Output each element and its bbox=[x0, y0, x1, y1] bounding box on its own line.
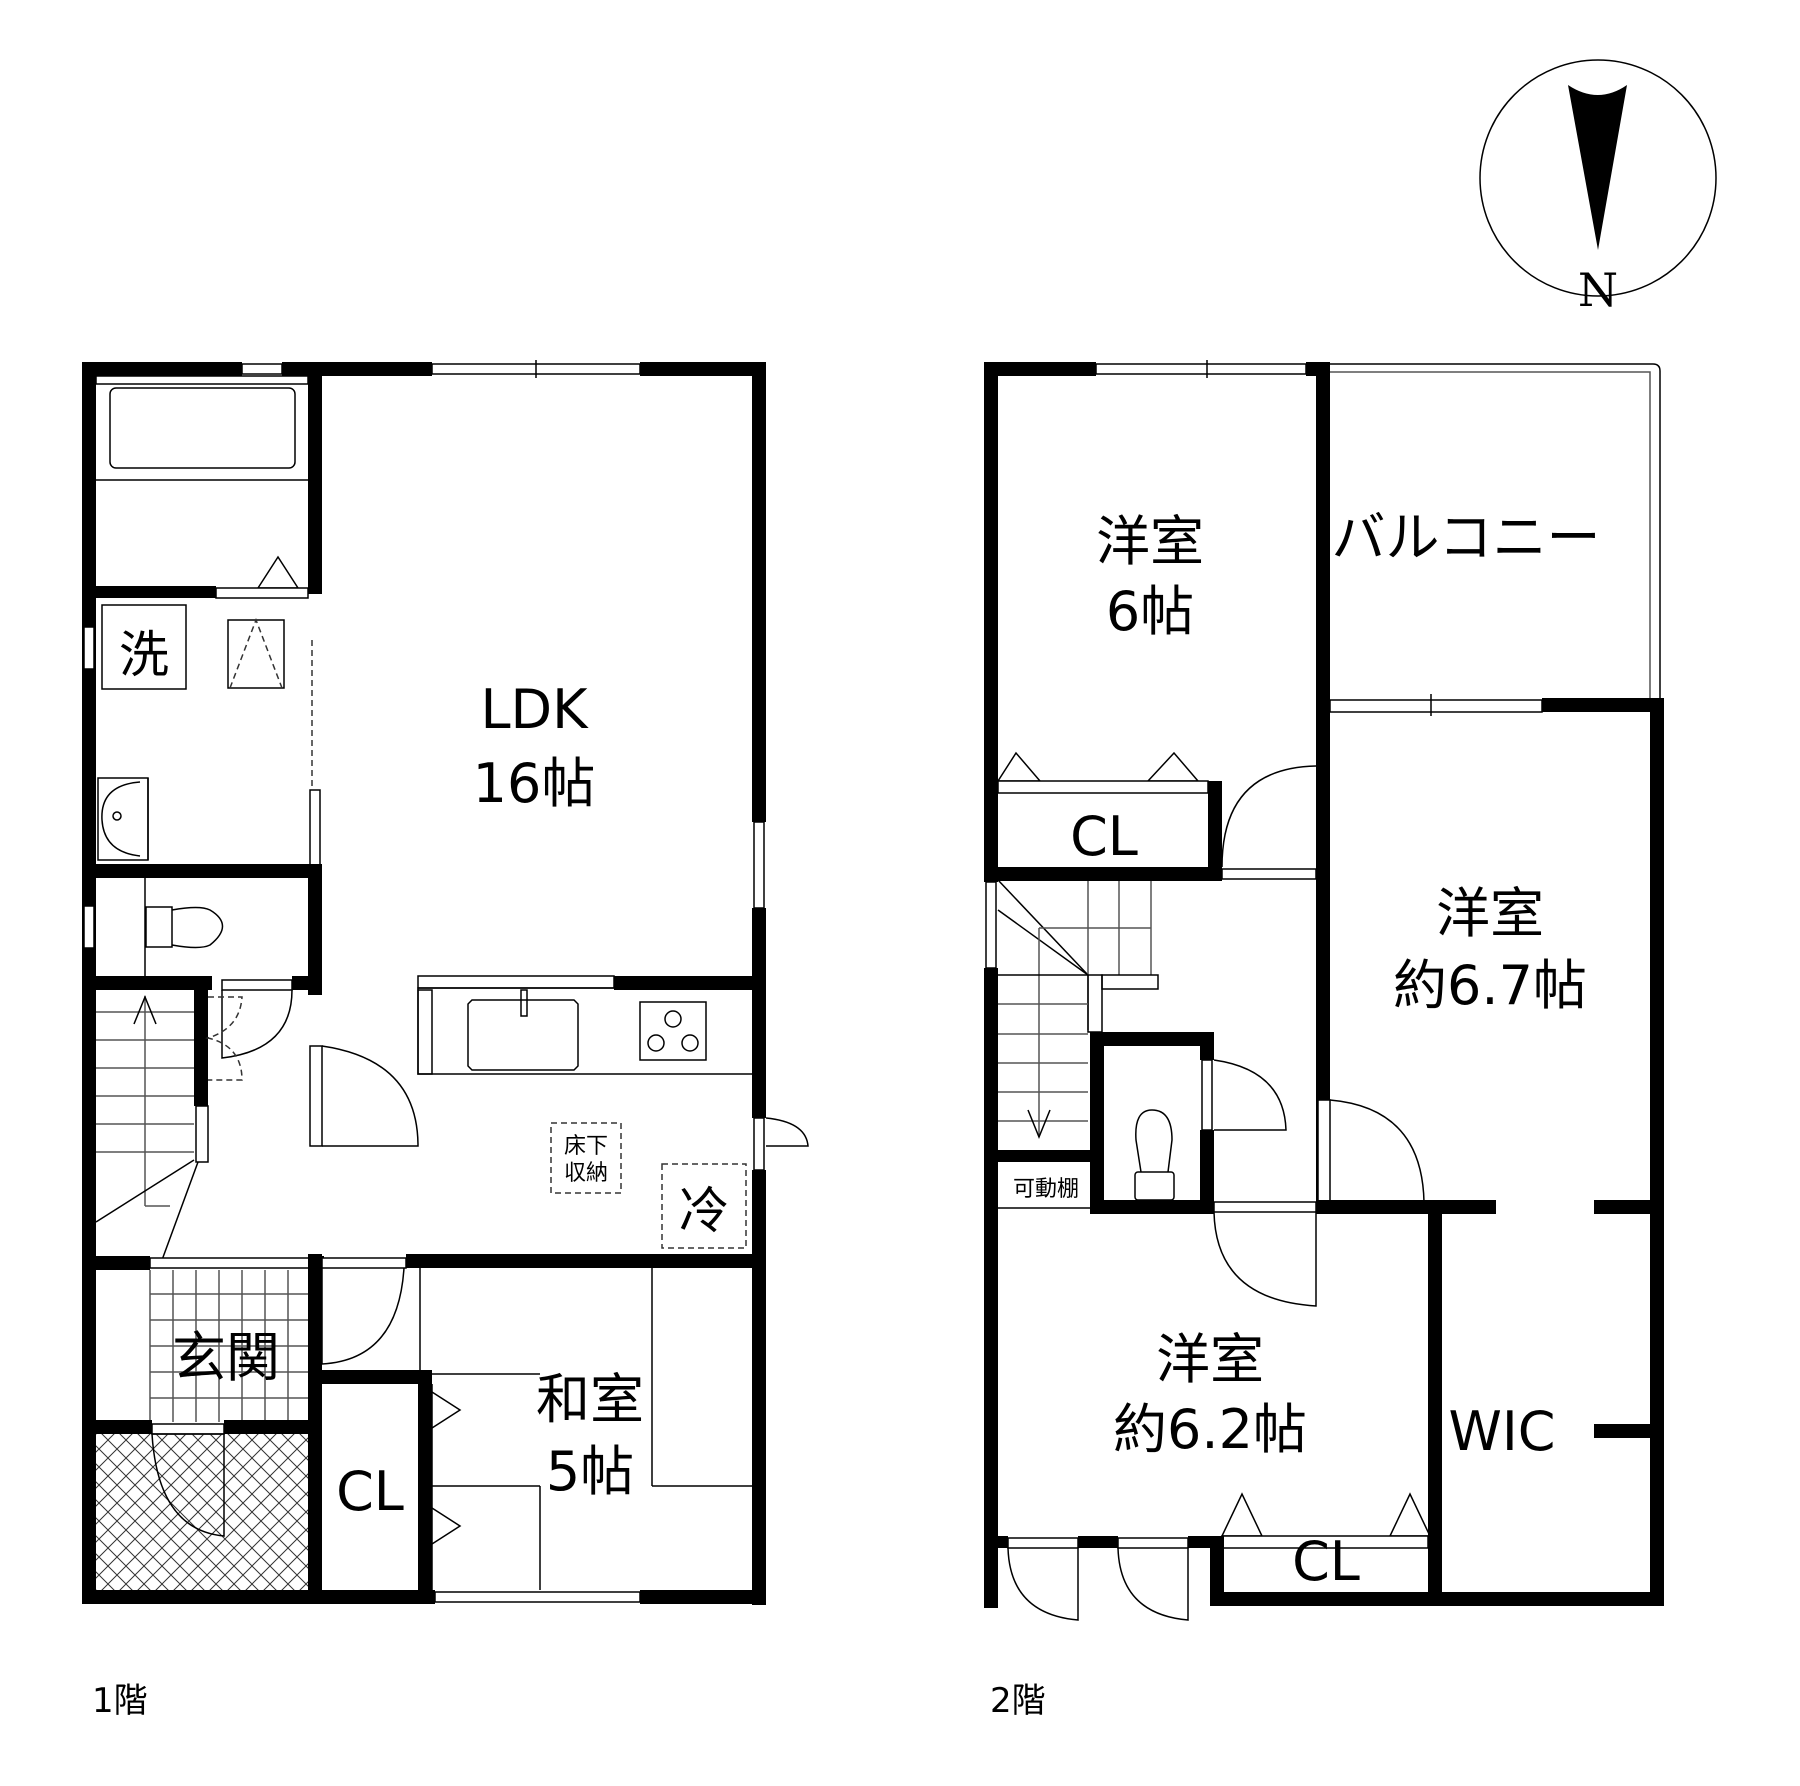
kitchen-sink-icon bbox=[467, 999, 579, 1071]
door[interactable] bbox=[1221, 765, 1317, 868]
window bbox=[753, 821, 765, 909]
window bbox=[1095, 363, 1307, 375]
washitsu-label: 和室 bbox=[536, 1368, 644, 1431]
western-room-c-label: 洋室 bbox=[1156, 1328, 1264, 1391]
movable-shelf-label: 可動棚 bbox=[1013, 1177, 1079, 1202]
wic-label: WIC bbox=[1448, 1400, 1555, 1463]
door[interactable] bbox=[321, 1267, 405, 1365]
underfloor-storage-line1: 床下 bbox=[564, 1134, 608, 1159]
door[interactable] bbox=[1117, 1547, 1189, 1621]
floor-2-caption: 2階 bbox=[990, 1681, 1046, 1721]
door[interactable] bbox=[321, 1045, 419, 1147]
compass-north-label: N bbox=[1578, 263, 1618, 317]
toilet-icon bbox=[1135, 1109, 1173, 1173]
floor-1-plan: 洗 bbox=[82, 360, 809, 1721]
closet-c-label: CL bbox=[1292, 1530, 1360, 1593]
underfloor-storage-line2: 収納 bbox=[564, 1161, 608, 1186]
entrance-tile-grid bbox=[149, 1270, 310, 1422]
entrance-label: 玄関 bbox=[172, 1326, 280, 1389]
bathtub-icon bbox=[109, 387, 296, 469]
ldk-size: 16帖 bbox=[473, 752, 596, 815]
western-room-b-size: 約6.7帖 bbox=[1393, 954, 1587, 1017]
tatami-lines bbox=[432, 1268, 752, 1590]
front-door[interactable] bbox=[151, 1433, 225, 1537]
porch-hatch bbox=[96, 1434, 310, 1590]
staircase-down-icon bbox=[997, 879, 1159, 1139]
sink-icon bbox=[97, 777, 149, 861]
western-room-a-size: 6帖 bbox=[1106, 580, 1194, 643]
door[interactable] bbox=[1213, 1059, 1287, 1131]
staircase-up-icon bbox=[95, 995, 199, 1261]
window bbox=[434, 1591, 641, 1603]
closet-a-label: CL bbox=[1070, 805, 1138, 868]
door[interactable] bbox=[1007, 1547, 1079, 1621]
window bbox=[985, 881, 997, 969]
washitsu-size: 5帖 bbox=[546, 1440, 634, 1503]
fridge-label: 冷 bbox=[679, 1182, 729, 1240]
window bbox=[83, 626, 95, 670]
western-room-b-label: 洋室 bbox=[1436, 882, 1544, 945]
ldk-label: LDK bbox=[480, 678, 589, 741]
door[interactable] bbox=[1213, 1211, 1317, 1307]
door[interactable] bbox=[765, 1117, 809, 1147]
toilet-icon bbox=[145, 906, 173, 948]
fridge-box bbox=[661, 1163, 747, 1249]
washroom-label: 洗 bbox=[119, 626, 169, 684]
closet-label: CL bbox=[336, 1460, 404, 1523]
door[interactable] bbox=[221, 989, 293, 1059]
stove-icon bbox=[639, 1001, 707, 1061]
window bbox=[241, 363, 283, 375]
door[interactable] bbox=[1329, 1099, 1425, 1203]
washer-icon bbox=[101, 604, 187, 690]
window bbox=[83, 905, 95, 949]
floor-2-plan: バルコニー 洋室 6帖 CL bbox=[984, 360, 1664, 1721]
floor-1-caption: 1階 bbox=[92, 1681, 148, 1721]
underfloor-storage-box bbox=[550, 1122, 622, 1194]
compass-icon: N bbox=[1479, 59, 1717, 317]
balcony-label: バルコニー bbox=[1332, 506, 1601, 569]
western-room-c-size: 約6.2帖 bbox=[1113, 1398, 1307, 1461]
western-room-a-label: 洋室 bbox=[1096, 510, 1204, 573]
